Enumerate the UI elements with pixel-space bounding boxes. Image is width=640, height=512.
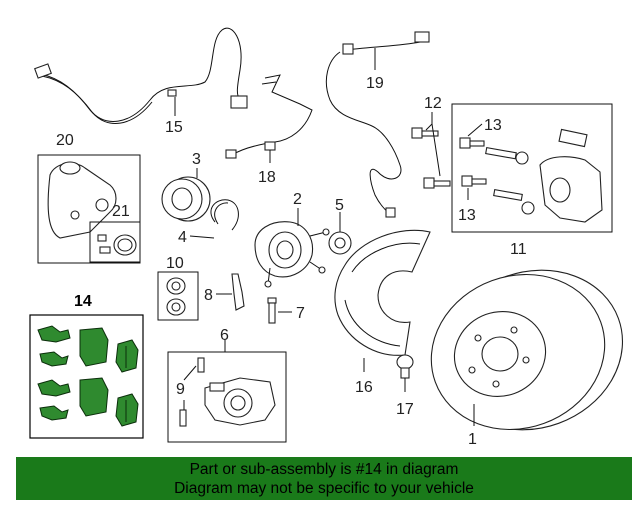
part-17-bolt[interactable]	[396, 354, 414, 379]
part-11-caliper-bracket[interactable]	[451, 103, 613, 233]
callout-12: 12	[424, 95, 442, 112]
part-15-abs-sensor-wire[interactable]	[34, 27, 248, 124]
part-16-dust-shield[interactable]	[334, 229, 431, 356]
callout-13-b: 13	[458, 207, 476, 224]
part-2-wheel-hub[interactable]	[254, 221, 330, 288]
callout-2: 2	[293, 191, 302, 208]
part-4-snap-ring[interactable]	[210, 199, 239, 231]
part-10-bushing-kit[interactable]	[157, 271, 199, 321]
part-5-hub-nut[interactable]	[328, 231, 352, 255]
callout-6: 6	[220, 327, 229, 344]
part-21-motor-seal-kit[interactable]	[89, 221, 141, 263]
callout-5: 5	[335, 197, 344, 214]
callout-8: 8	[204, 287, 213, 304]
callout-9: 9	[176, 381, 185, 398]
info-banner: Part or sub-assembly is #14 in diagram D…	[16, 457, 632, 500]
part-6-brake-caliper[interactable]	[167, 351, 287, 443]
part-20-parking-brake-motor[interactable]	[37, 154, 141, 264]
callout-13-a: 13	[484, 117, 502, 134]
callout-4: 4	[178, 229, 187, 246]
callout-10: 10	[166, 255, 184, 272]
part-12-bolts[interactable]	[411, 127, 451, 189]
callout-18: 18	[258, 169, 276, 186]
callout-14: 14	[74, 293, 92, 310]
callout-15: 15	[165, 119, 183, 136]
callout-16: 16	[355, 379, 373, 396]
part-14-brake-pad-kit[interactable]	[29, 314, 144, 439]
part-3-wheel-bearing[interactable]	[161, 176, 211, 222]
callout-1: 1	[468, 431, 477, 448]
callout-11: 11	[510, 241, 527, 258]
part-19-wheel-speed-sensor[interactable]	[325, 31, 430, 218]
part-13-guide-pins[interactable]	[459, 137, 487, 187]
part-7-bolt[interactable]	[267, 297, 277, 324]
part-8-bracket[interactable]	[231, 273, 245, 311]
callout-19: 19	[366, 75, 384, 92]
banner-line-1: Part or sub-assembly is #14 in diagram	[189, 461, 459, 478]
callout-7: 7	[296, 305, 305, 322]
exploded-parts-diagram: 15 18 19 20 21 3	[29, 27, 640, 455]
part-1-brake-rotor[interactable]	[409, 245, 640, 455]
banner-line-2: Diagram may not be specific to your vehi…	[174, 480, 474, 497]
part-18-sensor-harness[interactable]	[225, 74, 313, 159]
callout-21: 21	[112, 203, 130, 220]
callout-20: 20	[56, 132, 74, 149]
callout-3: 3	[192, 151, 201, 168]
callout-17: 17	[396, 401, 414, 418]
